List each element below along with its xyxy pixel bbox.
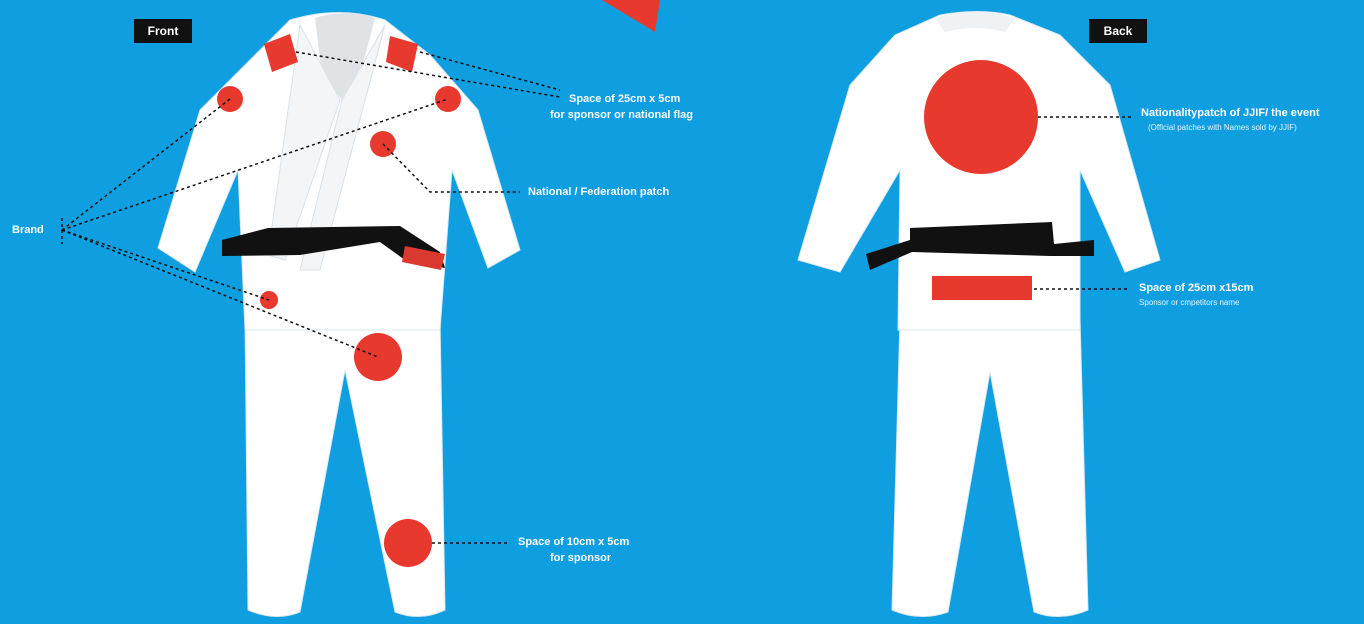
front-tag: Front — [134, 19, 192, 43]
left-arm-brand-patch — [217, 86, 243, 112]
leg-sponsor-patch — [384, 519, 432, 567]
waist-label: Space of 25cm x15cm — [1139, 280, 1253, 296]
leg-label-line2: for sponsor — [550, 550, 611, 566]
leg-label-line1: Space of 10cm x 5cm — [518, 534, 629, 550]
waist-sponsor-patch — [932, 276, 1032, 300]
shoulder-label-line1: Space of 25cm x 5cm — [569, 91, 680, 107]
front-gi-figure — [158, 13, 520, 617]
waist-sub: Sponsor or cmpetitors name — [1139, 298, 1240, 307]
back-pants — [892, 318, 1088, 617]
red-corner-marker-icon — [602, 0, 660, 32]
thigh-brand-patch — [354, 333, 402, 381]
nationality-patch — [924, 60, 1038, 174]
back-gi-figure — [798, 12, 1160, 617]
right-arm-brand-patch — [435, 86, 461, 112]
nationality-sub: (Official patches with Names sold by JJI… — [1148, 123, 1297, 132]
shoulder-label-line2: for sponsor or national flag — [550, 107, 693, 123]
brand-label: Brand — [12, 222, 44, 238]
front-pants — [245, 318, 445, 617]
nationality-label: Nationalitypatch of JJIF/ the event — [1141, 105, 1319, 121]
federation-label: National / Federation patch — [528, 184, 669, 200]
back-tag: Back — [1089, 19, 1147, 43]
